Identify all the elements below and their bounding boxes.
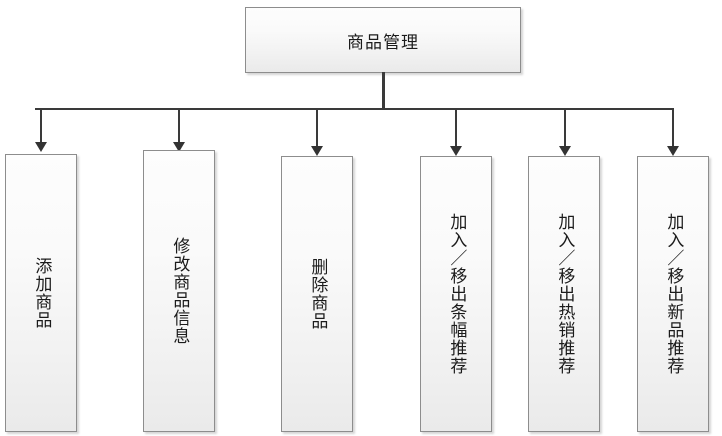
arrowhead-icon-2 xyxy=(173,142,185,152)
arrowhead-icon-4 xyxy=(450,146,462,156)
node-child-5-label: 加入／移出热销推荐 xyxy=(555,213,575,375)
node-child-2-label: 修改商品信息 xyxy=(170,237,190,345)
node-child-6[interactable]: 加入／移出新品推荐 xyxy=(637,156,709,432)
connector-drop-5 xyxy=(564,108,566,148)
connector-drop-6 xyxy=(672,108,674,148)
node-child-2[interactable]: 修改商品信息 xyxy=(143,150,215,432)
node-root[interactable]: 商品管理 xyxy=(245,7,521,73)
node-child-3-label: 删除商品 xyxy=(308,258,328,330)
node-child-1[interactable]: 添加商品 xyxy=(5,154,77,432)
connector-drop-4 xyxy=(455,108,457,148)
node-child-3[interactable]: 删除商品 xyxy=(281,156,353,432)
node-root-label: 商品管理 xyxy=(347,32,419,52)
node-child-6-label: 加入／移出新品推荐 xyxy=(664,213,684,375)
node-child-4-label: 加入／移出条幅推荐 xyxy=(447,213,467,375)
connector-horizontal-bus xyxy=(35,108,673,110)
arrowhead-icon-6 xyxy=(667,146,679,156)
connector-root-stem xyxy=(382,72,385,110)
node-child-4[interactable]: 加入／移出条幅推荐 xyxy=(420,156,492,432)
connector-drop-2 xyxy=(178,108,180,144)
arrowhead-icon-5 xyxy=(559,146,571,156)
arrowhead-icon-1 xyxy=(35,142,47,152)
connector-drop-1 xyxy=(40,108,42,144)
node-child-5[interactable]: 加入／移出热销推荐 xyxy=(528,156,600,432)
node-child-1-label: 添加商品 xyxy=(32,257,52,329)
arrowhead-icon-3 xyxy=(311,146,323,156)
connector-drop-3 xyxy=(316,108,318,148)
